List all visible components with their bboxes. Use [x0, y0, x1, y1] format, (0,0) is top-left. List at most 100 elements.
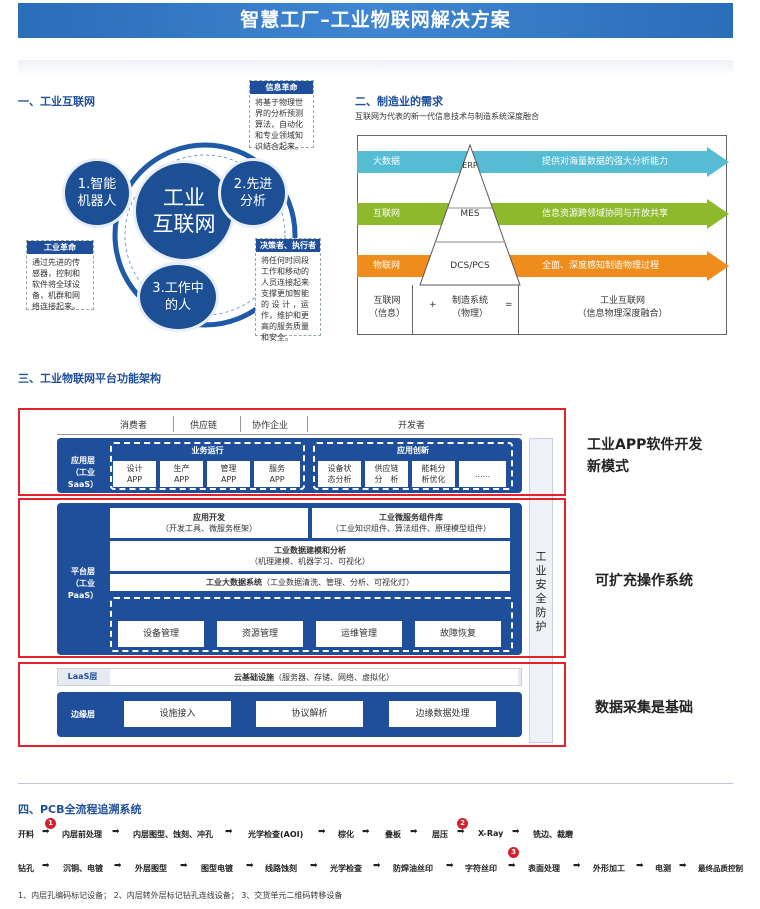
note-decision-line: 和安全。	[261, 333, 293, 342]
dcs-pcs-label: DCS/PCS	[450, 261, 490, 271]
step-xray: X-Ray	[478, 829, 504, 838]
industrial-internet-center: 工业 互联网	[133, 160, 235, 262]
step-browning: 棕化	[338, 830, 354, 839]
iot-label: 物联网	[373, 261, 401, 271]
arrow-right-icon: ➡	[373, 861, 381, 871]
paas-label: 平台层 （工业PaaS）	[58, 566, 108, 602]
note-decision-line: 将任何时间段	[261, 256, 309, 265]
equals-sign: =	[505, 300, 513, 310]
c2-line-1: 2.先进	[233, 177, 273, 192]
step-lamination: 层压	[432, 830, 448, 839]
note-info-revolution: 信息革命 将基于物理世 界的分析预测 算法，自动化 和专业领域知 识结合起来。	[249, 80, 314, 151]
arrow-right-icon: ➡	[42, 827, 50, 837]
step-copper-plating: 沉铜、电镀	[63, 864, 103, 873]
bigdata-capability: 提供对海量数据的强大分析能力	[542, 157, 669, 167]
app-line: 服务	[269, 464, 285, 473]
innovation-title: 应用创新	[397, 446, 429, 455]
arrow-right-icon: ➡	[508, 861, 516, 871]
arrow-right-icon: ➡	[310, 861, 318, 871]
app-line: APP	[220, 475, 237, 484]
consumer-divider	[173, 416, 174, 432]
formula-result: 工业互联网 （信息物理深度融合）	[520, 295, 725, 321]
note-info-line: 识结合起来。	[255, 142, 303, 151]
app-dev-box: 应用开发（开发工具、微服务框架）	[110, 508, 308, 538]
mgmt-resource: 资源管理	[217, 621, 303, 647]
section-4-divider	[18, 783, 733, 784]
innov-line: ......	[474, 469, 491, 479]
saas-label-line: （工业SaaS）	[67, 468, 99, 489]
cloud-title: 云基础设施	[234, 672, 274, 682]
red-frame-infra	[18, 662, 566, 747]
arrow-right-icon: ➡	[512, 827, 520, 837]
step-inner-pretreat: 内层前处理	[62, 830, 102, 839]
app-management: 管理 APP	[207, 461, 250, 487]
laas-label: LaaS层	[67, 672, 98, 681]
note-decision-head: 决策者、执行者	[256, 239, 320, 252]
section-1-title: 一、工业互联网	[18, 95, 95, 108]
saas-label: 应用层 （工业SaaS）	[58, 455, 108, 491]
formula-internet: 互联网 （信息）	[363, 295, 411, 321]
note-industry-line: 络连接起来。	[32, 302, 80, 311]
note-industry-line: 感器，控制和	[32, 269, 80, 278]
smart-robot-circle: 1.智能 机器人	[62, 158, 132, 228]
arrow-right-icon: ➡	[573, 861, 581, 871]
step-inner-pattern: 内层图型、蚀刻、冲孔	[133, 830, 213, 839]
arrow-right-icon: ➡	[225, 827, 233, 837]
result-divider	[518, 285, 727, 335]
step-electrical-test: 电测	[655, 864, 671, 873]
arrow-right-icon: ➡	[112, 827, 120, 837]
note-info-line: 将基于物理世	[255, 98, 303, 107]
c3-line-1: 3.工作中	[152, 281, 204, 296]
edge-protocol: 协议解析	[256, 701, 363, 727]
badge-1: 1	[45, 818, 56, 829]
note-decision-line: 高的服务质量	[261, 322, 309, 331]
step-line-etching: 线路蚀刻	[265, 864, 297, 873]
note-decision-line: 工作和移动的	[261, 267, 309, 276]
step-solder-mask: 防焊油丝印	[393, 864, 433, 873]
note-decision-line: 支撑更加智能	[261, 289, 309, 298]
biz-run-group	[110, 442, 305, 490]
note-industry-line: 软件将全球设	[32, 280, 80, 289]
app-line: APP	[126, 475, 143, 484]
badge-3: 3	[508, 847, 519, 858]
step-final-qc: 最终品质控制	[698, 864, 743, 873]
app-line: APP	[173, 475, 190, 484]
arrow-right-icon: ➡	[362, 827, 370, 837]
mgmt-ops: 运维管理	[316, 621, 402, 647]
cloud-box: 云基础设施（服务器、存储、网络、虚拟化）	[110, 669, 518, 685]
note-decision-line: 人员连接起来	[261, 278, 309, 287]
app-line: 生产	[173, 464, 190, 473]
note-info-line: 和专业领域知	[255, 131, 303, 140]
cloud-sub: （服务器、存储、网络、虚拟化）	[274, 672, 394, 682]
section-4-title: 四、PCB全流程追溯系统	[18, 803, 142, 816]
arrow-right-icon: ➡	[114, 861, 122, 871]
innov-more: ......	[459, 461, 506, 487]
app-line: 管理	[220, 464, 237, 473]
innov-line: 能耗分	[421, 464, 446, 473]
red-frame-saas	[18, 408, 566, 496]
arrow-right-icon: ➡	[180, 861, 188, 871]
section-2-subtitle: 互联网为代表的新一代信息技术与制造系统深度融合	[355, 112, 539, 121]
note-industry-line: 备，机群和网	[32, 291, 80, 300]
consumer-consumer: 消费者	[120, 421, 148, 431]
formula-result-line: 工业互联网	[599, 296, 645, 306]
innovation-group	[313, 442, 513, 490]
section-2-title: 二、制造业的需求	[355, 95, 443, 108]
label-app-dev-line: 新模式	[587, 459, 629, 475]
mgmt-recovery: 故障恢复	[415, 621, 501, 647]
footnote: 1、内层孔编码标记设备； 2、内层转外层标记钻孔连线设备； 3、交货单元二维码转…	[18, 891, 343, 900]
innov-energy: 能耗分析优化	[412, 461, 455, 487]
biz-run-title: 业务运行	[191, 446, 224, 455]
arrow-right-icon: ➡	[318, 827, 326, 837]
arrow-right-icon: ➡	[679, 861, 687, 871]
innov-line: 态分析	[327, 475, 352, 484]
arrow-tip-iot	[707, 251, 729, 281]
frame-divider	[357, 285, 413, 335]
app-production: 生产 APP	[160, 461, 203, 487]
arrow-bar-bigdata	[357, 151, 707, 173]
step-outer-pattern: 外层图型	[135, 864, 167, 873]
arrow-tip-bigdata	[707, 147, 729, 177]
label-app-dev-mode: 工业APP软件开发 新模式	[587, 434, 702, 478]
